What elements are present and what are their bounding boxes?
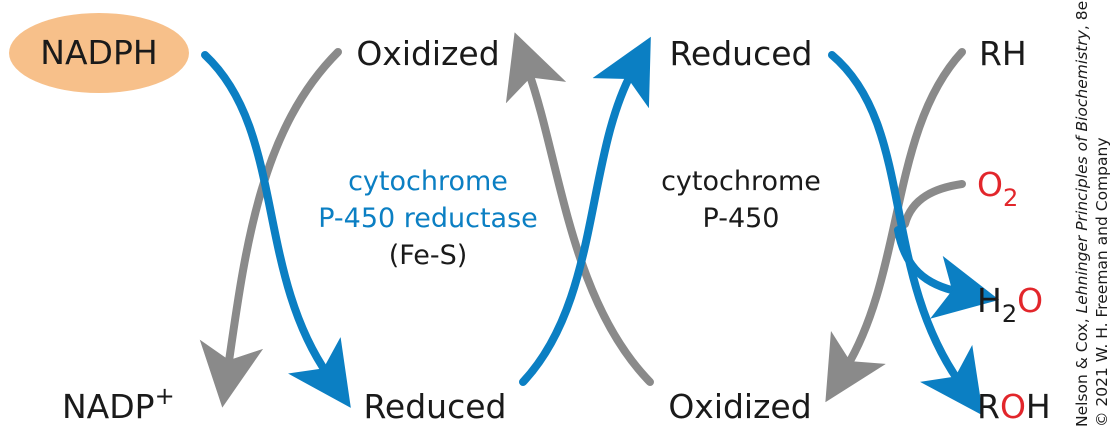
h2o-o: O	[1017, 281, 1043, 320]
roh-o: O	[1000, 387, 1026, 426]
credit-line1: Nelson & Cox, Lehninger Principles of Bi…	[1073, 0, 1091, 427]
p450-oxidized-label: Oxidized	[668, 387, 811, 426]
credit-book-title: Lehninger Principles of Biochemistry	[1073, 29, 1091, 313]
o2-branch-arrow	[901, 180, 966, 228]
roh-h: H	[1026, 387, 1051, 426]
h2o-subscript: 2	[1002, 300, 1017, 328]
nadp-base: NADP	[62, 387, 155, 426]
h2o-branch-arrow	[894, 226, 1000, 319]
p450-reduced-label: Reduced	[669, 34, 812, 73]
reductase-cofactor: (Fe-S)	[389, 240, 468, 271]
h2o-label: H2O	[977, 281, 1043, 328]
p450-ox-to-reductase-ox-arrow	[505, 32, 654, 386]
reductase-reduced-label: Reduced	[363, 387, 506, 426]
nadp-superscript: +	[155, 382, 175, 410]
h2o-h: H	[977, 281, 1002, 320]
nadph-highlight	[9, 13, 189, 93]
nadph-label: NADPH	[40, 33, 157, 72]
credit-edition: , 8e,	[1073, 0, 1091, 30]
p450-name-line1: cytochrome	[661, 166, 821, 197]
o2-subscript: 2	[1003, 184, 1018, 212]
copyright-credit: Nelson & Cox, Lehninger Principles of Bi…	[1073, 0, 1111, 427]
p450-red-to-p450-ox-arrow	[828, 51, 984, 416]
credit-authors: Nelson & Cox,	[1073, 313, 1091, 427]
roh-r: R	[977, 387, 1000, 426]
credit-line2: © 2021 W. H. Freeman and Company	[1093, 137, 1111, 427]
rh-label: RH	[979, 34, 1027, 73]
o2-label: O2	[977, 165, 1018, 212]
reductase-name-line2: P-450 reductase	[318, 203, 538, 234]
reductase-red-to-p450-red-arrow	[519, 36, 651, 386]
p450-name-line2: P-450	[703, 203, 780, 234]
reductase-oxidized-label: Oxidized	[356, 34, 499, 73]
reductase-ox-to-red-arrow	[199, 48, 342, 408]
reductase-name-line1: cytochrome	[348, 166, 508, 197]
roh-label: ROH	[977, 387, 1051, 426]
nadph-to-nadp-arrow	[201, 51, 351, 408]
o2-base: O	[977, 165, 1003, 204]
nadp-plus-label: NADP+	[62, 382, 175, 426]
